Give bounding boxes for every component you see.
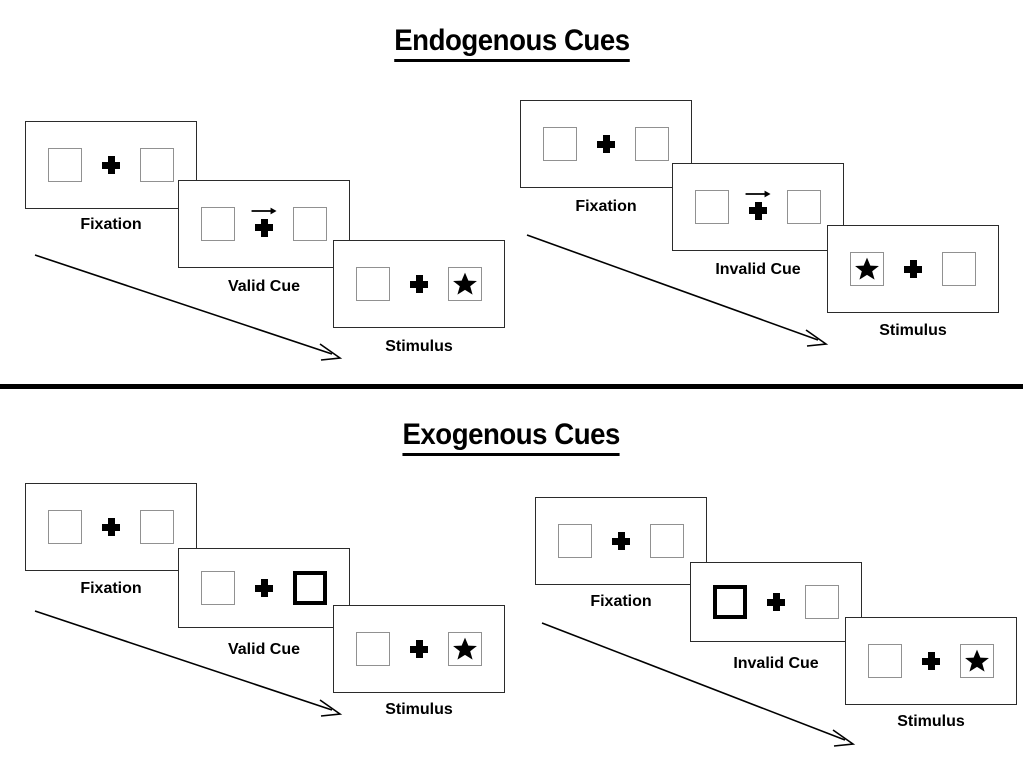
plus-icon	[410, 275, 428, 293]
placeholder-box-left	[356, 632, 390, 666]
target-box-right	[448, 267, 482, 301]
fixation-cross-wrap	[404, 629, 434, 669]
plus-icon	[255, 579, 273, 597]
arrow-right-icon	[745, 190, 771, 198]
caption-exogenous-invalid-cue: Invalid Cue	[733, 655, 819, 672]
caption-endogenous-valid-fixation: Fixation	[80, 216, 142, 233]
fixation-cross-wrap	[591, 124, 621, 164]
section-title-endogenous-text: Endogenous Cues	[393, 24, 630, 62]
fixation-cross-wrap	[606, 521, 636, 561]
caption-endogenous-invalid-cue: Invalid Cue	[715, 261, 801, 278]
fixation-cross-wrap	[761, 582, 791, 622]
caption-exogenous-valid-cue: Valid Cue	[227, 641, 301, 658]
target-box-left	[850, 252, 884, 286]
placeholder-box-right	[805, 585, 839, 619]
placeholder-box-right	[650, 524, 684, 558]
plus-icon	[767, 593, 785, 611]
frame-exogenous-valid-stimulus	[333, 605, 505, 693]
fixation-cross-wrap	[249, 568, 279, 608]
frame-endogenous-valid-cue	[178, 180, 350, 268]
cue-box-right	[293, 571, 327, 605]
fixation-cross-wrap	[96, 145, 126, 185]
caption-endogenous-valid-stimulus: Stimulus	[385, 338, 453, 355]
plus-icon	[597, 135, 615, 153]
plus-icon	[922, 652, 940, 670]
fixation-cross-wrap	[916, 641, 946, 681]
frame-exogenous-invalid-stimulus	[845, 617, 1017, 705]
placeholder-box-right	[293, 207, 327, 241]
placeholder-box-left	[695, 190, 729, 224]
placeholder-box-left	[201, 207, 235, 241]
cue-box-left	[713, 585, 747, 619]
fixation-cross-wrap	[898, 249, 928, 289]
placeholder-box-right	[942, 252, 976, 286]
caption-exogenous-valid-stimulus: Stimulus	[385, 701, 453, 718]
placeholder-box-left	[543, 127, 577, 161]
star-icon	[453, 272, 477, 295]
star-icon	[453, 637, 477, 660]
placeholder-box-right	[787, 190, 821, 224]
plus-icon	[102, 518, 120, 536]
section-title-exogenous: Exogenous Cues	[0, 418, 1023, 456]
caption-endogenous-invalid-fixation: Fixation	[575, 198, 637, 215]
target-box-right	[448, 632, 482, 666]
frame-endogenous-valid-stimulus	[333, 240, 505, 328]
fixation-cross-wrap	[96, 507, 126, 547]
frame-exogenous-invalid-fixation	[535, 497, 707, 585]
frame-exogenous-valid-cue	[178, 548, 350, 628]
plus-icon	[410, 640, 428, 658]
section-title-exogenous-text: Exogenous Cues	[402, 418, 621, 456]
caption-endogenous-invalid-stimulus: Stimulus	[879, 322, 947, 339]
frame-exogenous-valid-fixation	[25, 483, 197, 571]
placeholder-box-left	[868, 644, 902, 678]
placeholder-box-left	[356, 267, 390, 301]
plus-icon	[102, 156, 120, 174]
section-title-endogenous: Endogenous Cues	[0, 24, 1023, 62]
frame-endogenous-valid-fixation	[25, 121, 197, 209]
plus-icon	[749, 201, 767, 220]
plus-icon	[255, 218, 273, 237]
placeholder-box-left	[48, 148, 82, 182]
frame-exogenous-invalid-cue	[690, 562, 862, 642]
fixation-cross-wrap	[249, 204, 279, 244]
frame-endogenous-invalid-cue	[672, 163, 844, 251]
frame-endogenous-invalid-fixation	[520, 100, 692, 188]
placeholder-box-right	[635, 127, 669, 161]
plus-icon	[904, 260, 922, 278]
caption-exogenous-valid-fixation: Fixation	[80, 580, 142, 597]
placeholder-box-left	[558, 524, 592, 558]
fixation-cross-wrap	[743, 187, 773, 227]
frame-endogenous-invalid-stimulus	[827, 225, 999, 313]
caption-exogenous-invalid-fixation: Fixation	[590, 593, 652, 610]
caption-exogenous-invalid-stimulus: Stimulus	[897, 713, 965, 730]
placeholder-box-right	[140, 148, 174, 182]
fixation-cross-wrap	[404, 264, 434, 304]
placeholder-box-left	[48, 510, 82, 544]
plus-icon	[612, 532, 630, 550]
section-divider	[0, 384, 1023, 389]
target-box-right	[960, 644, 994, 678]
arrow-right-icon	[251, 207, 277, 215]
placeholder-box-right	[140, 510, 174, 544]
star-icon	[965, 649, 989, 672]
placeholder-box-left	[201, 571, 235, 605]
star-icon	[855, 257, 879, 280]
caption-endogenous-valid-cue: Valid Cue	[227, 278, 301, 295]
